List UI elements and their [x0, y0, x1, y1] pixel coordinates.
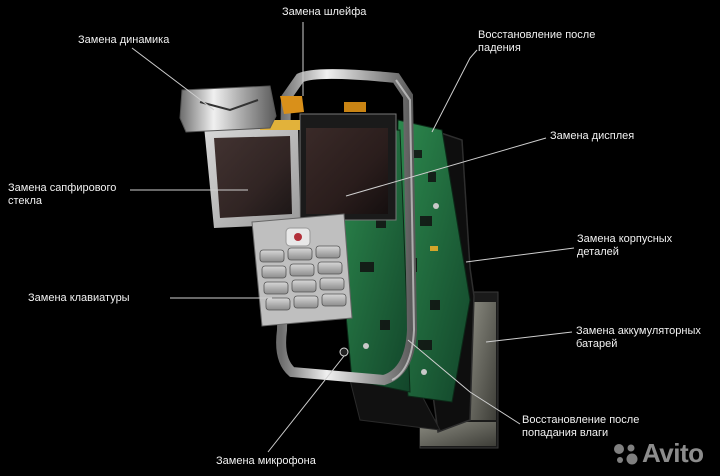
leader-water-repair: [407, 339, 521, 425]
label-battery-line1: Замена аккумуляторных: [576, 325, 701, 337]
avito-logo-icon: [614, 444, 638, 465]
sapphire-glass-part: [204, 120, 300, 228]
label-keyboard: Замена клавиатуры: [28, 292, 130, 304]
label-water-line1: Восстановление после: [522, 414, 640, 426]
label-drop-repair-line1: Восстановление после: [478, 29, 596, 41]
leader-housing: [465, 247, 575, 263]
leader-drop-repair: [431, 49, 478, 133]
chrome-frame-part: [276, 69, 418, 386]
leader-speaker: [131, 47, 215, 111]
leader-microphone: [267, 355, 345, 453]
label-housing-line1: Замена корпусных: [577, 233, 673, 245]
leader-lines: [130, 22, 575, 453]
leader-battery: [485, 331, 573, 343]
label-water-repair: Восстановление после попадания влаги: [522, 414, 639, 440]
label-battery-line2: батарей: [576, 338, 618, 350]
label-sapphire-glass: Замена сапфирового стекла: [8, 182, 116, 208]
label-drop-repair-line2: падения: [478, 42, 521, 54]
battery-part: [419, 291, 499, 449]
label-sapphire-line1: Замена сапфирового: [8, 182, 117, 194]
speaker-part: [179, 85, 277, 133]
leader-display: [345, 137, 547, 197]
label-housing-line2: деталей: [577, 246, 619, 258]
display-part: [299, 113, 397, 221]
label-water-line2: попадания влаги: [522, 427, 609, 439]
label-housing: Замена корпусных деталей: [577, 233, 672, 259]
label-microphone: Замена микрофона: [216, 455, 316, 467]
avito-watermark-text: Avito: [642, 438, 704, 468]
keypad-part: [251, 213, 353, 327]
avito-watermark: Avito: [612, 436, 718, 468]
label-drop-repair: Восстановление после падения: [478, 29, 595, 55]
label-speaker: Замена динамика: [78, 34, 170, 46]
label-battery: Замена аккумуляторных батарей: [576, 325, 701, 351]
label-sapphire-line2: стекла: [8, 195, 43, 207]
label-ribbon: Замена шлейфа: [282, 6, 367, 18]
ribbon-cable-part: [280, 96, 366, 114]
label-display: Замена дисплея: [550, 130, 635, 142]
